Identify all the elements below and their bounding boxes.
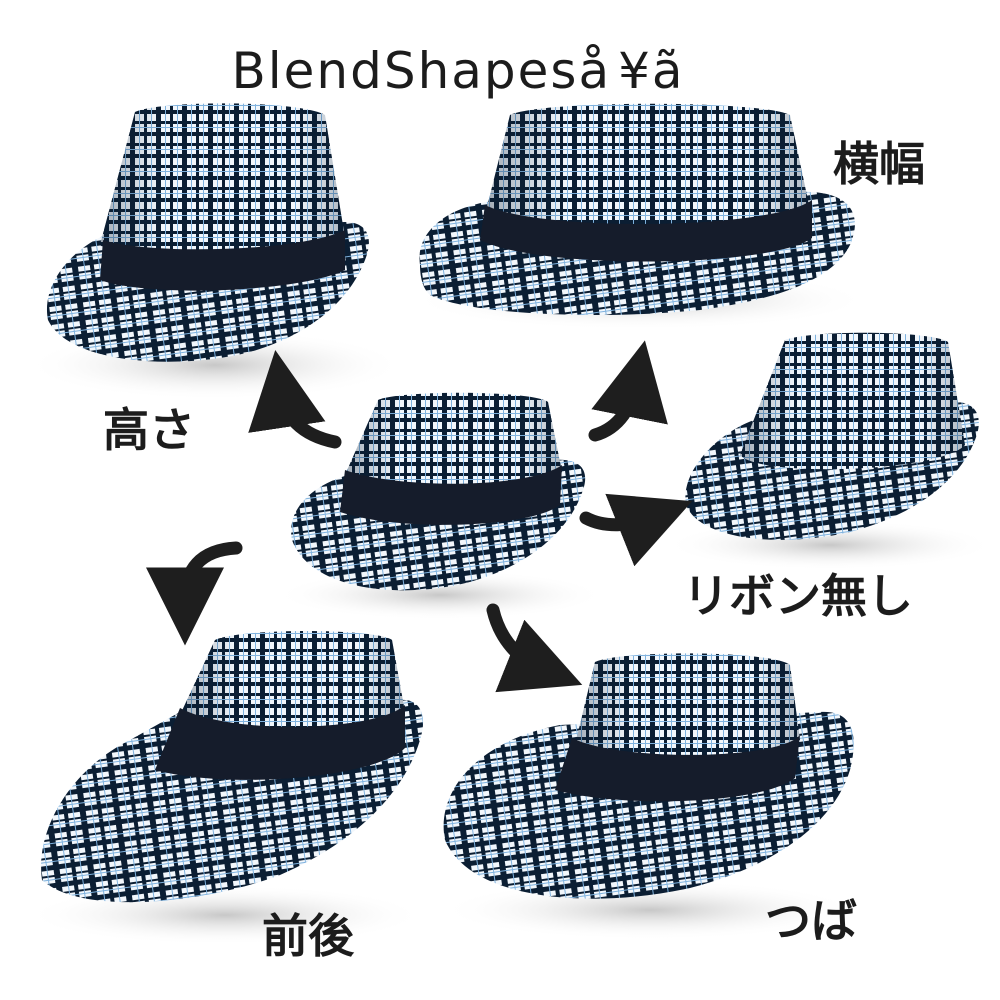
label-width: 横幅 bbox=[833, 128, 925, 194]
label-front-back: 前後 bbox=[262, 900, 354, 966]
hat-base bbox=[275, 393, 605, 620]
arrow-to-no-ribbon bbox=[586, 518, 650, 525]
hat-no-ribbon-variant bbox=[665, 333, 995, 570]
hat-front-back-variant bbox=[25, 631, 425, 945]
arrow-to-brim bbox=[493, 610, 540, 668]
label-brim: つば bbox=[765, 885, 857, 951]
arrow-to-front-back bbox=[185, 548, 236, 600]
label-no-ribbon: リボン無し bbox=[683, 560, 913, 626]
page-title: BlendShapeså ¥ã bbox=[0, 28, 1000, 104]
arrow-to-width bbox=[595, 385, 636, 435]
arrow-to-height bbox=[282, 395, 335, 442]
hat-width-variant bbox=[410, 104, 870, 330]
hat-height-variant bbox=[25, 103, 405, 400]
label-height: 高さ bbox=[103, 394, 195, 460]
